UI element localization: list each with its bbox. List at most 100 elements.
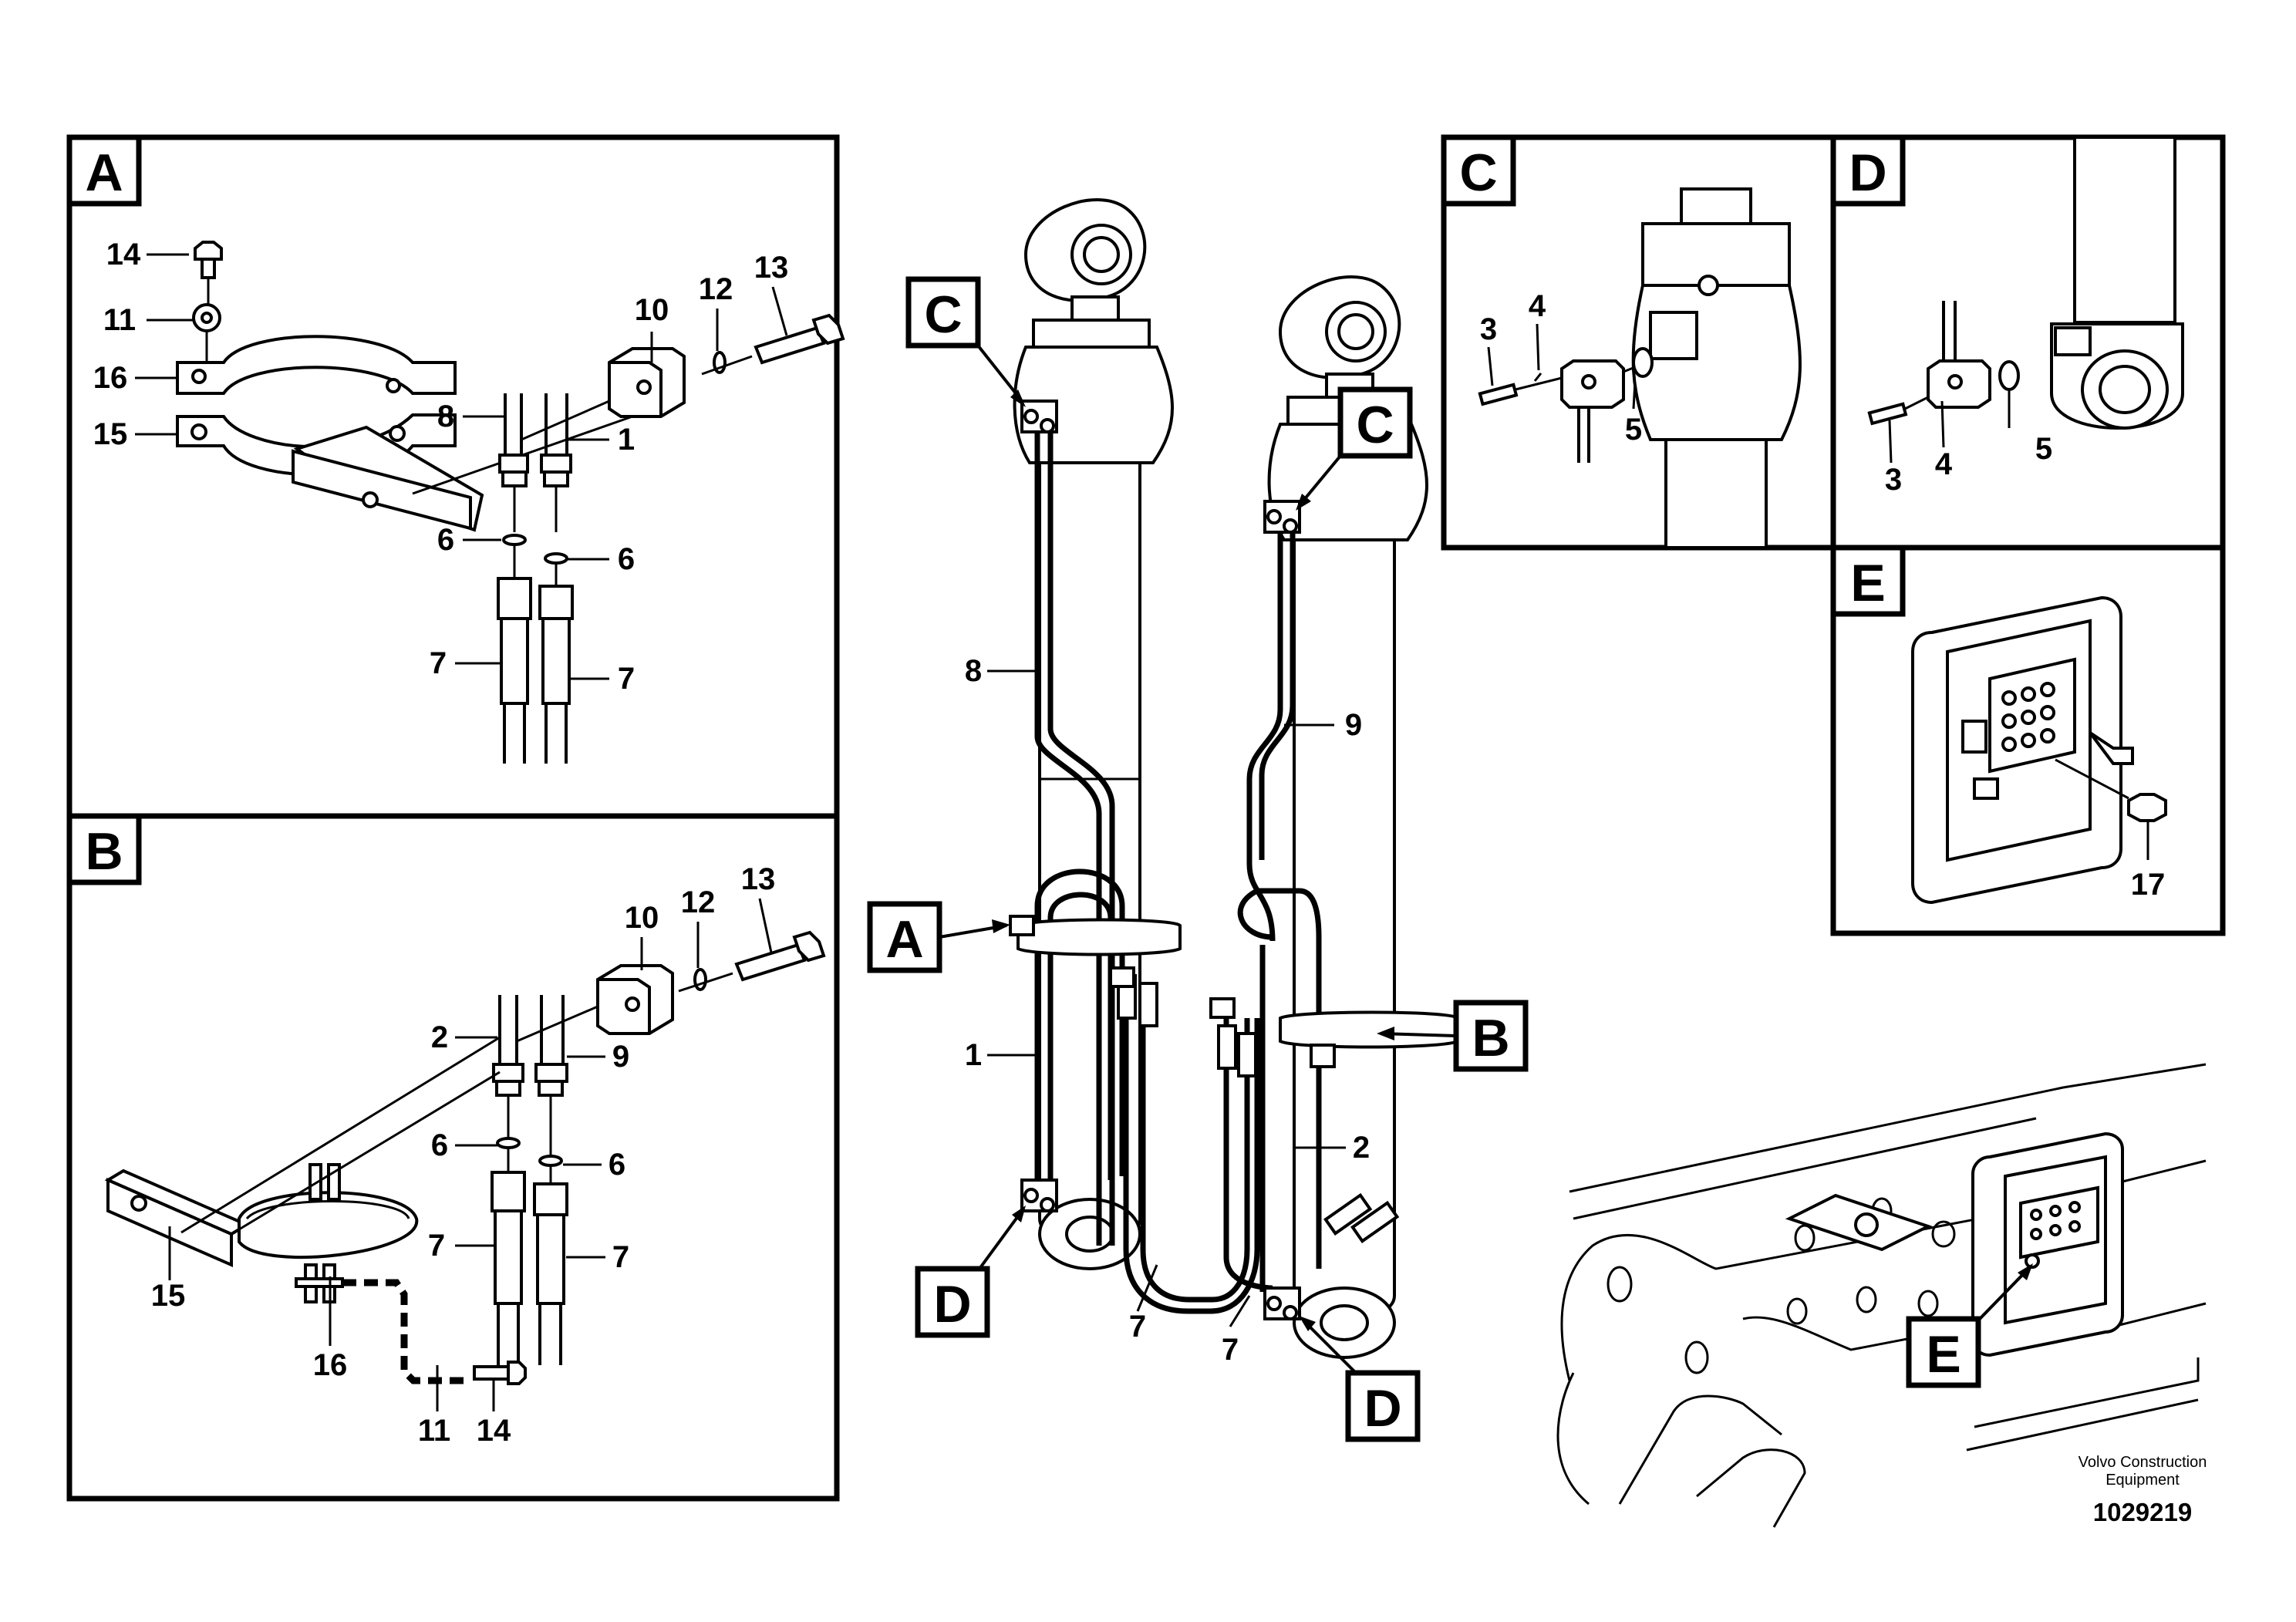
clamp-lower-part <box>176 413 484 532</box>
panel-b-frame <box>66 813 840 1502</box>
callout-9: 9 <box>612 1040 629 1074</box>
callout-1: 1 <box>618 423 635 457</box>
callout-7: 7 <box>430 646 447 680</box>
hose-fittings <box>1117 974 1400 1243</box>
panel-d: D 3 4 5 <box>1830 134 2226 551</box>
callout-16: 16 <box>313 1348 348 1382</box>
panel-d-letter: D <box>1849 143 1886 202</box>
clamp-block-part <box>596 964 674 1035</box>
hose-7 <box>1123 1018 1260 1314</box>
main-assembly: C C A B D D <box>867 198 1529 1442</box>
svg-text:D: D <box>933 1275 971 1334</box>
clamp-upper-part <box>176 335 457 395</box>
callout-11: 11 <box>418 1414 450 1448</box>
panel-a-letter-box <box>66 134 142 207</box>
callout-9: 9 <box>1345 708 1362 742</box>
callout-4: 4 <box>1529 289 1546 323</box>
panel-b-letter-box <box>66 813 142 885</box>
clamp-b-bolt <box>1310 1044 1336 1068</box>
label-c-left: C <box>905 276 1026 407</box>
panel-e-letter-box <box>1830 545 1906 617</box>
svg-text:D: D <box>1364 1379 1401 1438</box>
bolt-part <box>734 930 826 982</box>
callout-7: 7 <box>1222 1333 1239 1367</box>
panel-c-letter: C <box>1459 143 1497 202</box>
callout-13: 13 <box>754 251 789 285</box>
panel-a: A <box>66 134 845 819</box>
svg-text:A: A <box>885 910 923 969</box>
panel-c: C 3 4 5 <box>1441 134 1836 551</box>
nut-part <box>2127 793 2167 822</box>
panel-e: E 17 <box>1830 545 2226 936</box>
panel-c-letter-box <box>1441 134 1516 207</box>
washer-part <box>192 303 221 332</box>
fitting-block <box>1560 359 1625 463</box>
callout-17: 17 <box>2131 868 2166 902</box>
callout-14: 14 <box>477 1414 511 1448</box>
drawing-number: 1029219 <box>2093 1498 2192 1526</box>
panel-e-frame <box>1830 545 2226 936</box>
callout-7: 7 <box>612 1240 629 1274</box>
hose-pair <box>497 393 574 764</box>
label-c-right: C <box>1296 386 1413 511</box>
clamp-b-on-cylinder <box>1279 1010 1459 1049</box>
svg-text:C: C <box>924 285 962 344</box>
label-b: B <box>1377 1000 1529 1072</box>
callout-12: 12 <box>681 885 716 919</box>
callout-14: 14 <box>106 238 141 271</box>
assembly-path-dashed <box>342 1279 467 1384</box>
callout-2: 2 <box>431 1020 448 1054</box>
fitting-block <box>1927 301 1991 409</box>
callout-13: 13 <box>741 862 776 896</box>
valve-block <box>1961 657 2134 800</box>
callout-4: 4 <box>1935 447 1953 481</box>
callout-10: 10 <box>635 293 669 327</box>
callout-8: 8 <box>965 654 982 688</box>
callout-6: 6 <box>437 523 454 557</box>
svg-text:C: C <box>1356 396 1394 454</box>
company-name-line2: Equipment <box>2106 1472 2180 1489</box>
hose-1 <box>1034 868 1125 1184</box>
callout-3: 3 <box>1885 463 1902 497</box>
company-name-line1: Volvo Construction <box>2079 1454 2207 1471</box>
bolt-part <box>754 313 845 365</box>
callout-6: 6 <box>618 542 635 576</box>
callout-3: 3 <box>1480 312 1497 346</box>
screw-part <box>473 1361 527 1385</box>
callout-11: 11 <box>103 303 136 337</box>
machine-frame-overview: E <box>1556 1063 2207 1528</box>
callout-7: 7 <box>618 662 635 696</box>
callout-16: 16 <box>93 361 128 395</box>
clamp-a-on-cylinder <box>1017 918 1182 956</box>
label-e: E <box>1906 1263 2033 1388</box>
callout-8: 8 <box>437 400 454 433</box>
screw-part <box>194 241 223 305</box>
callout-10: 10 <box>625 901 659 935</box>
mounting-blocks <box>1009 400 1301 1320</box>
label-d-left: D <box>915 1206 1026 1338</box>
callout-6: 6 <box>609 1148 625 1182</box>
svg-text:E: E <box>1926 1325 1961 1384</box>
callout-15: 15 <box>151 1279 186 1313</box>
callout-15: 15 <box>93 417 128 451</box>
label-d-right: D <box>1299 1316 1421 1442</box>
panel-d-letter-box <box>1830 134 1906 207</box>
callout-6: 6 <box>431 1128 448 1162</box>
hose-8 <box>1034 413 1102 1246</box>
footer: Volvo Construction Equipment 1029219 <box>2079 1454 2207 1526</box>
callout-7: 7 <box>428 1229 445 1263</box>
callout-5: 5 <box>1625 413 1642 447</box>
label-a: A <box>867 901 1010 973</box>
hose-pair <box>491 995 568 1365</box>
callout-5: 5 <box>2035 432 2052 466</box>
panel-b: B <box>66 813 840 1502</box>
callout-7: 7 <box>1129 1310 1146 1344</box>
callout-12: 12 <box>699 272 733 306</box>
panel-a-letter: A <box>85 143 123 202</box>
callout-1: 1 <box>965 1038 982 1072</box>
overview-valve-block <box>1971 1131 2124 1357</box>
panel-b-letter: B <box>85 822 123 881</box>
panel-e-letter: E <box>1850 554 1885 612</box>
clamp-block-part <box>608 347 686 418</box>
